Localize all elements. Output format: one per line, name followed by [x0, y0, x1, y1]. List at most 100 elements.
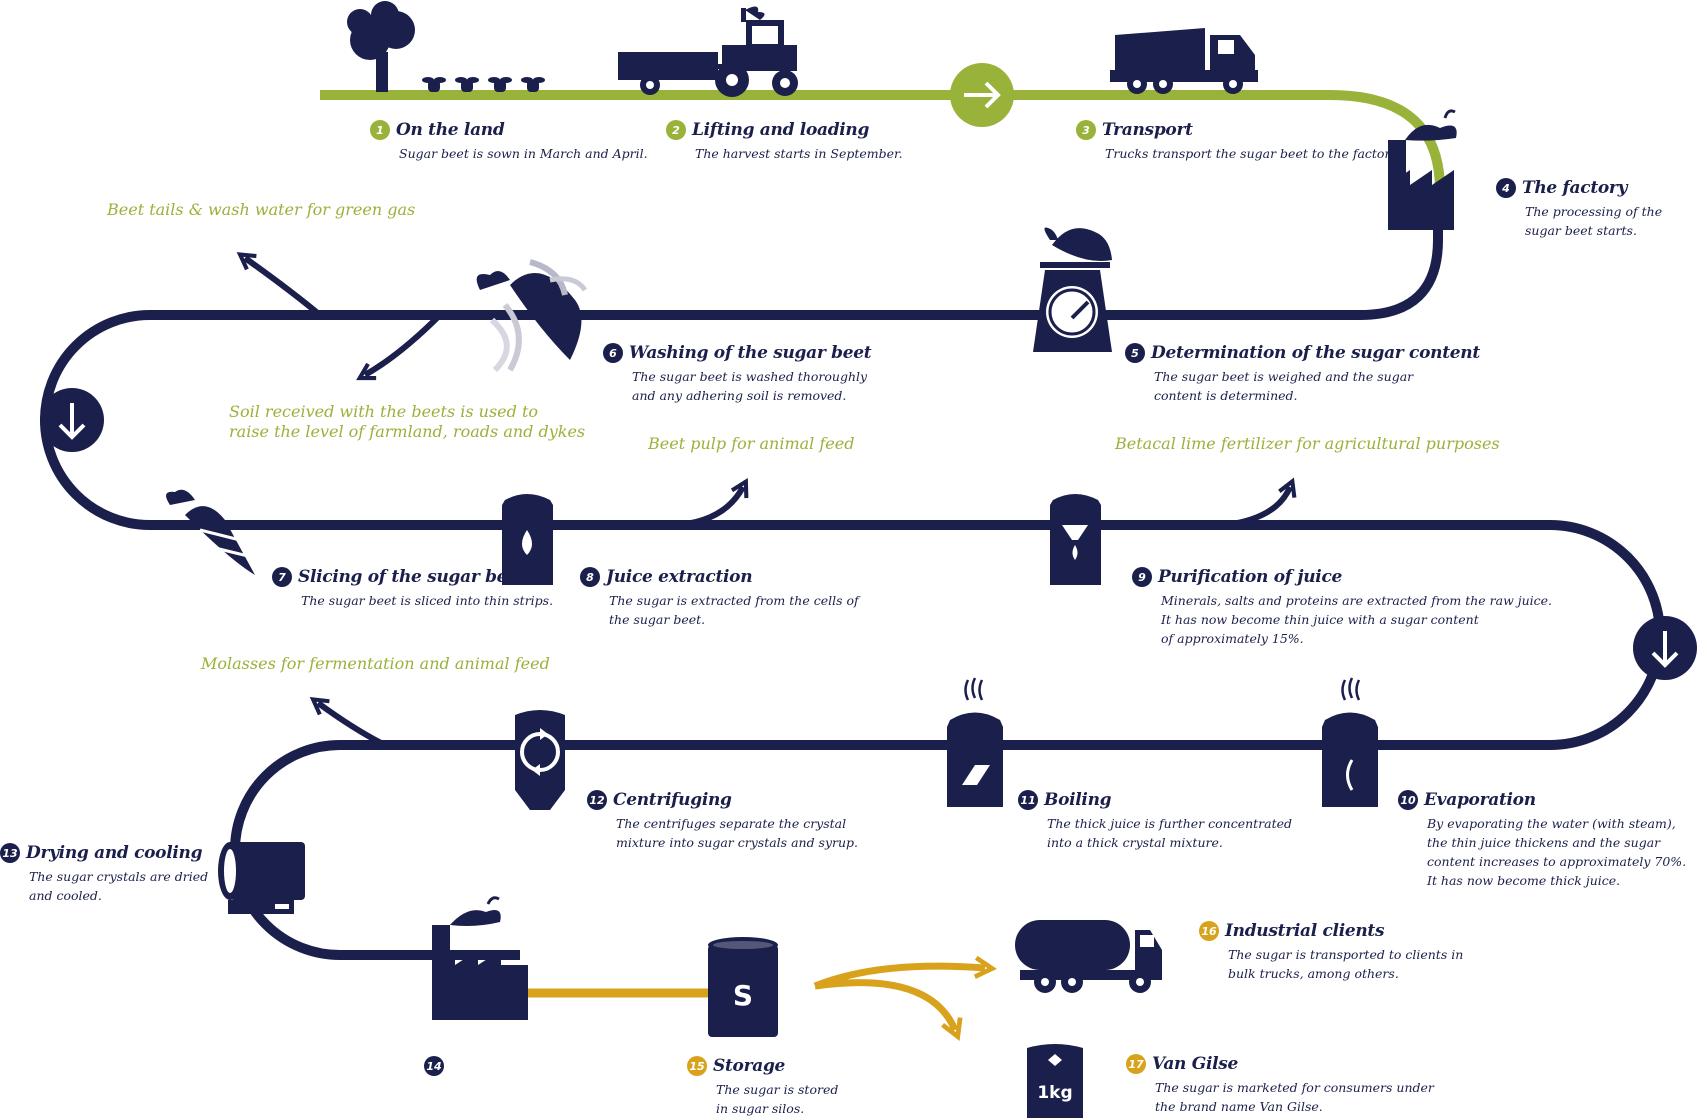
step-description: The thick juice is further concentrated … [1047, 816, 1293, 850]
step-number: 10 [1398, 790, 1418, 810]
step-washing: 6 Washing of the sugar beet The sugar bee… [603, 343, 933, 405]
step-description: Sugar beet is sown in March and April. [399, 146, 648, 161]
step-number: 12 [587, 790, 607, 810]
arrow-down-icon [40, 388, 104, 452]
step-number: 8 [580, 567, 600, 587]
step-number: 13 [0, 843, 20, 863]
step-number: 16 [1199, 921, 1219, 941]
step-title: Industrial clients [1225, 921, 1385, 941]
byproduct-soil: Soil received with the beets is used to … [229, 402, 586, 441]
step-number: 11 [1018, 790, 1038, 810]
sugar-silo-icon: S [708, 937, 778, 1037]
step-determination: 5 Determination of the sugar content The … [1125, 343, 1525, 405]
step-van-gilse: 17 Van Gilse The sugar is marketed for co… [1126, 1054, 1526, 1116]
byproduct-arrow-molasses [309, 696, 387, 748]
step-number: 6 [603, 343, 623, 363]
package-label: 1kg [1037, 1083, 1072, 1103]
tanker-truck-icon [1015, 920, 1162, 993]
step-number: 4 [1496, 178, 1516, 198]
step-number: 2 [666, 120, 686, 140]
step-number: 5 [1125, 343, 1145, 363]
step-storage: 15 Storage The sugar is stored in sugar s… [687, 1056, 937, 1118]
tractor-icon [715, 6, 798, 97]
sliced-beet-icon [166, 489, 255, 575]
arrow-down-icon [1633, 616, 1697, 680]
step-title: Lifting and loading [692, 120, 870, 140]
step-description: The sugar beet is sliced into thin strip… [301, 593, 554, 608]
step-description: The sugar crystals are dried and cooled. [29, 869, 209, 903]
factory-icon [432, 896, 528, 1020]
silo-drop-icon [502, 494, 553, 585]
step-on-the-land: 1 On the land Sugar beet is sown in March… [370, 120, 700, 163]
step-title: Storage [713, 1056, 786, 1076]
silo-label: S [733, 979, 753, 1012]
step-title: Boiling [1044, 790, 1112, 810]
byproduct-arrow-soil [356, 312, 443, 381]
step-description: The sugar beet is weighed and the sugar … [1154, 369, 1414, 403]
step-description: The sugar beet is washed thoroughly and … [632, 369, 868, 403]
step-number: 15 [687, 1056, 707, 1076]
step-number: 1 [370, 120, 390, 140]
step-title: Evaporation [1424, 790, 1536, 810]
distribution-arrow-consumer [814, 979, 963, 1042]
step-number: 17 [1126, 1054, 1146, 1074]
distribution-arrow-industrial [813, 955, 997, 990]
step-description: Trucks transport the sugar beet to the f… [1105, 146, 1400, 161]
step-boiling: 11 Boiling The thick juice is further con… [1018, 790, 1348, 852]
field-route [320, 90, 1445, 191]
step-evaporation: 10 Evaporation By evaporating the water (… [1398, 790, 1698, 890]
step-industrial-clients: 16 Industrial clients The sugar is transp… [1199, 921, 1529, 983]
washing-beet-icon [476, 259, 588, 373]
step-description: The sugar is extracted from the cells of… [609, 593, 859, 627]
step-description: By evaporating the water (with steam), t… [1427, 816, 1687, 888]
beet-icon [1044, 227, 1112, 261]
step-transport: 3 Transport Trucks transport the sugar be… [1076, 120, 1406, 163]
step-number: 14 [424, 1056, 444, 1076]
step-title: Van Gilse [1152, 1054, 1239, 1074]
byproduct-arrow-green-gas [236, 252, 322, 318]
dump-truck-icon [1110, 28, 1258, 94]
silo-filter-icon [1050, 494, 1101, 585]
step-drying-and-cooling: 13 Drying and cooling The sugar crystals … [0, 843, 230, 905]
sugar-package-icon: 1kg [1027, 1044, 1083, 1118]
byproduct-beet-pulp: Beet pulp for animal feed [648, 434, 855, 453]
step-centrifuging: 12 Centrifuging The centrifuges separate … [587, 790, 917, 852]
step-title: Transport [1102, 120, 1193, 140]
trailer-icon [618, 52, 718, 95]
dryer-icon [218, 842, 305, 914]
step-title: Washing of the sugar beet [629, 343, 872, 363]
tree-icon [347, 1, 415, 92]
scale-icon [1033, 262, 1112, 352]
step-number: 7 [272, 567, 292, 587]
step-title: Juice extraction [606, 567, 753, 587]
centrifuge-icon [515, 710, 565, 810]
step-slicing: 7 Slicing of the sugar beet The sugar bee… [272, 567, 602, 610]
step-description: The sugar is stored in sugar silos. [716, 1082, 839, 1116]
step-description: The sugar is transported to clients in b… [1228, 947, 1464, 981]
seedling-icon [422, 77, 545, 92]
step-title: Determination of the sugar content [1151, 343, 1480, 363]
step-title: Slicing of the sugar beet [298, 567, 526, 587]
step-title: Purification of juice [1158, 567, 1343, 587]
byproduct-green-gas: Beet tails & wash water for green gas [107, 200, 416, 219]
step-description: The sugar is marketed for consumers unde… [1155, 1080, 1434, 1114]
step-lifting-and-loading: 2 Lifting and loading The harvest starts … [666, 120, 996, 163]
step-title: Centrifuging [613, 790, 732, 810]
step-title: On the land [396, 120, 505, 140]
step-14: 14 [424, 1056, 484, 1076]
step-description: The centrifuges separate the crystal mix… [616, 816, 859, 850]
step-title: The factory [1522, 178, 1628, 198]
step-number: 3 [1076, 120, 1096, 140]
step-title: Drying and cooling [26, 843, 203, 863]
byproduct-arrow-pulp [649, 477, 749, 529]
process-route [40, 215, 1665, 960]
byproduct-molasses: Molasses for fermentation and animal fee… [201, 654, 550, 673]
step-juice-extraction: 8 Juice extraction The sugar is extracted… [580, 567, 910, 629]
factory-icon [1388, 109, 1457, 230]
step-description: The harvest starts in September. [695, 146, 903, 161]
arrow-right-icon [950, 63, 1014, 127]
